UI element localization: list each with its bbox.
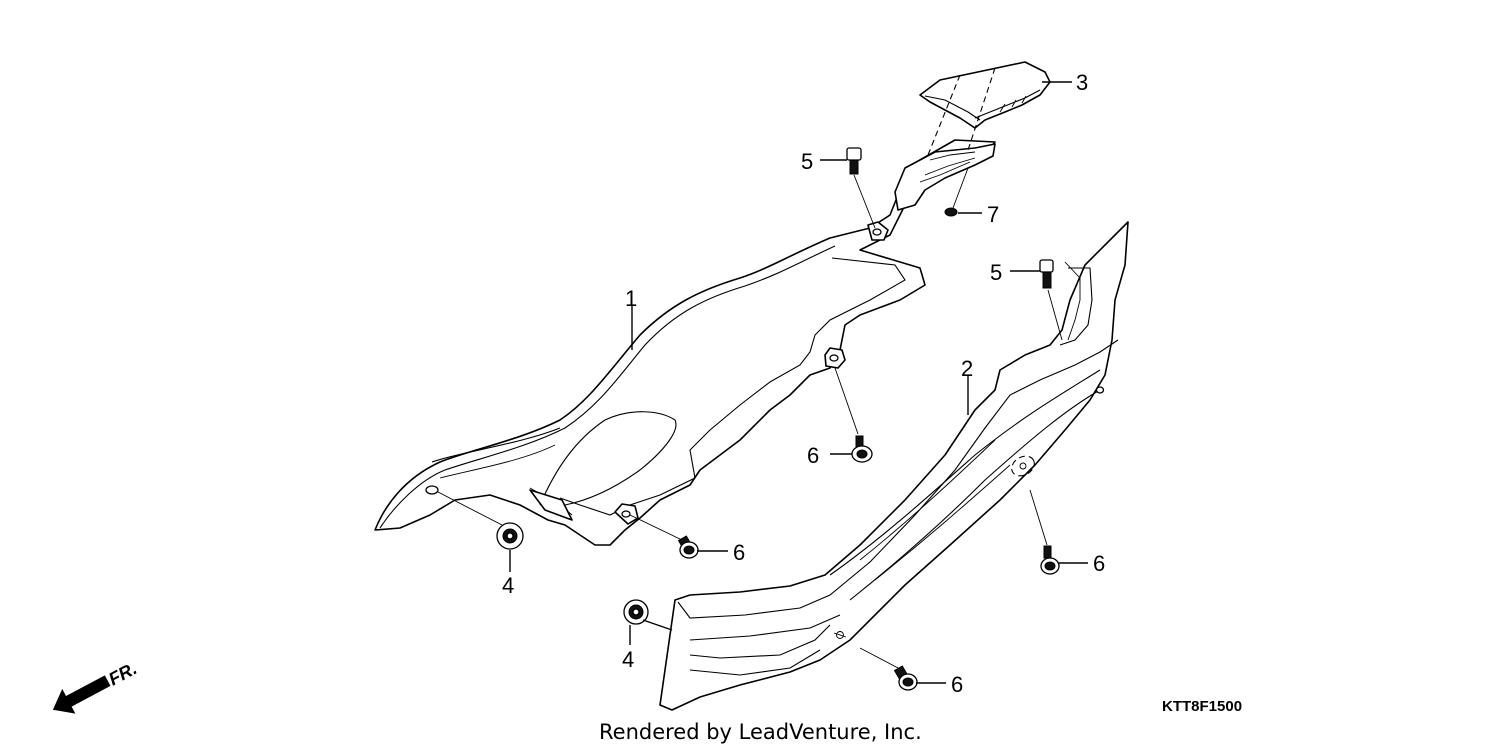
bolt-6-right[interactable] bbox=[1029, 489, 1060, 575]
callout-6-middle: 6 bbox=[807, 443, 819, 468]
bolt-6-bottom[interactable] bbox=[859, 647, 918, 691]
callout-6-bottom: 6 bbox=[951, 672, 963, 697]
alignment-line bbox=[967, 67, 996, 151]
callout-5-upper: 5 bbox=[801, 149, 813, 174]
front-direction-label: FR. bbox=[105, 658, 140, 689]
screw-7[interactable] bbox=[944, 167, 969, 217]
callout-1: 1 bbox=[625, 286, 637, 311]
grommet-4-left[interactable] bbox=[437, 491, 524, 550]
callout-6-left: 6 bbox=[733, 540, 745, 565]
bolt-6-middle[interactable] bbox=[834, 367, 873, 463]
front-direction-arrow: FR. bbox=[52, 658, 140, 714]
render-credit: Rendered by LeadVenture, Inc. bbox=[599, 720, 922, 744]
part-3-rear-cap[interactable] bbox=[919, 61, 1051, 129]
bolt-5-right[interactable] bbox=[1039, 259, 1063, 341]
bolt-5-upper[interactable] bbox=[846, 147, 876, 229]
callout-4-right: 4 bbox=[622, 647, 634, 672]
callout-6-right: 6 bbox=[1093, 551, 1105, 576]
part-1-left-side-cover[interactable] bbox=[374, 139, 996, 546]
callout-4-left: 4 bbox=[502, 573, 514, 598]
callout-2: 2 bbox=[961, 356, 973, 381]
callout-3: 3 bbox=[1076, 70, 1088, 95]
alignment-line bbox=[927, 74, 961, 156]
bolt-6-left[interactable] bbox=[629, 514, 699, 559]
callout-7: 7 bbox=[987, 202, 999, 227]
grommet-4-right[interactable] bbox=[623, 599, 649, 625]
callout-5-right: 5 bbox=[990, 260, 1002, 285]
diagram-code: KTT8F1500 bbox=[1162, 698, 1242, 715]
part-2-right-side-cover[interactable] bbox=[659, 221, 1129, 711]
